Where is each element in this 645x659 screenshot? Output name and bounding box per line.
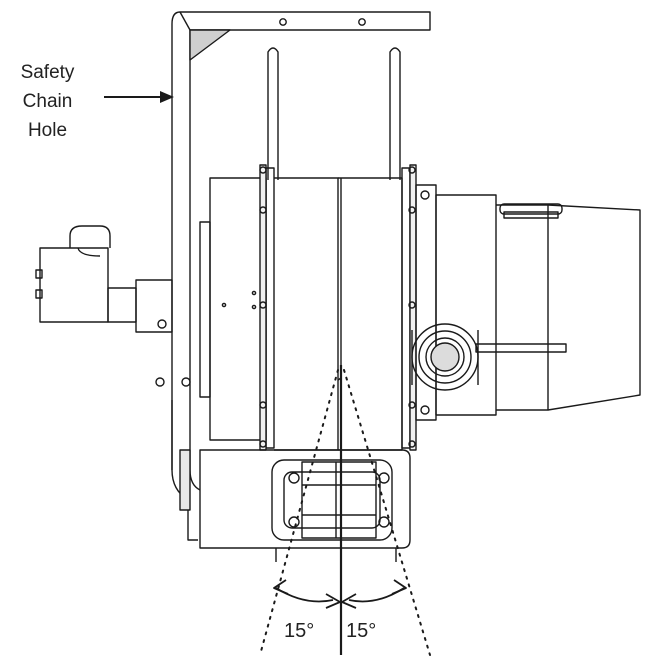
swing-angle-indicator — [259, 365, 431, 656]
side-plate — [171, 400, 201, 541]
pivot-base — [199, 449, 411, 562]
top-bracket — [171, 11, 431, 470]
callout-line-1: Safety — [20, 62, 75, 83]
callout-arrow — [104, 91, 174, 103]
left-angle-label: 15° — [284, 620, 314, 642]
callout-line-3: Hole — [27, 120, 68, 141]
motor — [35, 225, 191, 387]
safety-chain-hole-callout: Safety Chain Hole — [0, 58, 95, 145]
swivel-inlet — [411, 184, 641, 421]
callout-line-2: Chain — [22, 91, 73, 112]
drum — [199, 164, 417, 451]
flange-bolts — [259, 166, 416, 448]
frame-rods — [267, 47, 401, 180]
right-angle-label: 15° — [346, 620, 376, 642]
